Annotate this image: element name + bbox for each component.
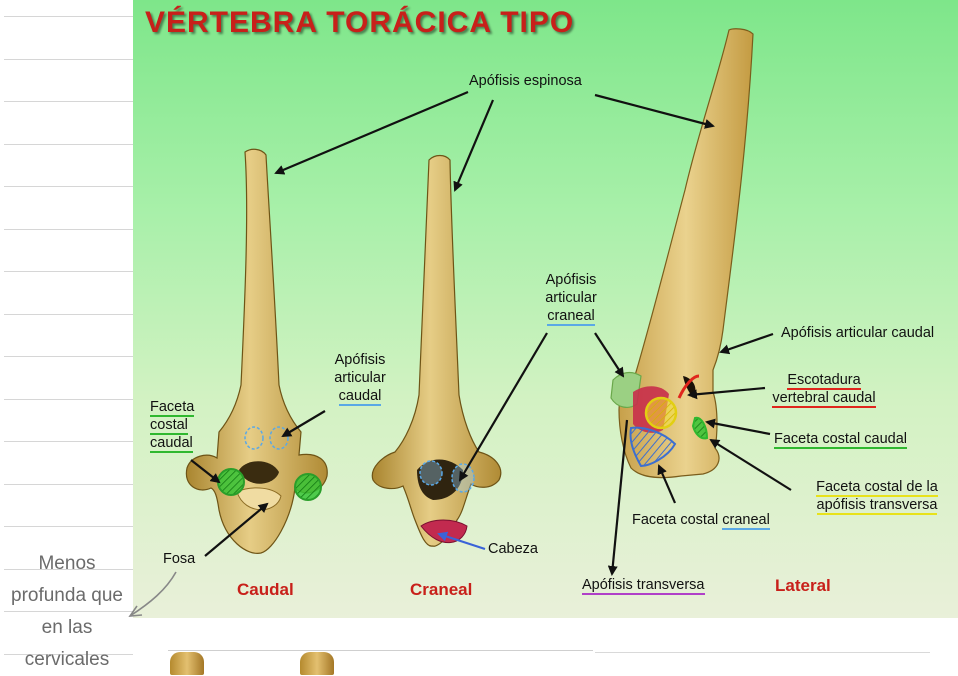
rule-line <box>4 101 133 102</box>
arrow <box>687 386 766 400</box>
next-slide-bone-thumbnail <box>300 652 334 675</box>
label-word: Faceta costal de la <box>816 479 938 497</box>
label-faceta-costal-caudal-left: Faceta costal caudal <box>150 398 195 453</box>
rule-line <box>4 569 133 570</box>
label-line: Apófisis <box>545 272 597 288</box>
rule-line <box>4 399 133 400</box>
label-line: Faceta <box>150 398 195 417</box>
label-line: caudal <box>150 434 194 453</box>
label-line: Apófisis <box>334 352 386 368</box>
label-word: Faceta costal caudal <box>774 431 907 449</box>
rule-line <box>4 229 133 230</box>
rule-line <box>4 16 133 17</box>
label-word: caudal <box>338 388 382 406</box>
arrow <box>607 419 629 576</box>
label-line: Faceta costal de la <box>805 478 949 497</box>
arrow <box>437 531 486 551</box>
label-apofisis-transversa: Apófisis transversa <box>582 576 705 595</box>
label-escotadura-vertebral-caudal: Escotadura vertebral caudal <box>765 371 883 408</box>
rule-line <box>4 186 133 187</box>
rule-line <box>4 654 133 655</box>
rule-line <box>4 144 133 145</box>
label-fosa: Fosa <box>163 551 196 567</box>
label-word: Faceta costal <box>632 512 723 528</box>
arrow <box>204 502 269 557</box>
arrow <box>709 438 792 491</box>
label-line: vertebral caudal <box>765 389 883 408</box>
label-apofisis-articular-caudal: Apófisis articular caudal <box>325 351 395 406</box>
handwritten-note[interactable]: Menos profunda que en las cervicales <box>2 548 132 676</box>
rule-line <box>4 59 133 60</box>
label-word: craneal <box>722 512 770 530</box>
arrow <box>594 332 625 378</box>
slide-title: VÉRTEBRA TORÁCICA TIPO <box>145 6 575 39</box>
label-faceta-costal-apofisis-transversa: Faceta costal de la apófisis transversa <box>805 478 949 515</box>
label-cabeza: Cabeza <box>488 541 538 557</box>
note-line: cervicales <box>24 649 110 670</box>
label-word: Apófisis transversa <box>582 577 705 595</box>
arrow <box>719 332 774 355</box>
next-slide-bone-thumbnail <box>170 652 204 675</box>
label-apofisis-articular-craneal: Apófisis articular craneal <box>537 271 605 326</box>
label-line: caudal <box>325 387 395 406</box>
divider <box>168 650 593 651</box>
label-word: caudal <box>150 435 193 453</box>
slide-image: VÉRTEBRA TORÁCICA TIPO Apófisis espinosa… <box>133 0 958 618</box>
arrow <box>190 459 221 484</box>
label-line: apófisis transversa <box>805 496 949 515</box>
lateral-vertebra <box>610 28 754 479</box>
label-word: Faceta <box>150 399 195 417</box>
rule-line <box>4 484 133 485</box>
arrow <box>657 464 677 504</box>
label-word: apófisis transversa <box>816 497 938 515</box>
note-line: profunda que <box>11 585 123 606</box>
note-line: Menos <box>38 553 96 574</box>
label-apofisis-articular-caudal-lateral: Apófisis articular caudal <box>781 325 935 341</box>
label-line: articular <box>545 290 597 306</box>
label-apofisis-espinosa: Apófisis espinosa <box>469 73 582 89</box>
next-slide-strip <box>133 618 958 675</box>
arrow <box>274 90 469 175</box>
annotation-arrows <box>190 90 792 576</box>
view-label-caudal: Caudal <box>237 580 294 599</box>
view-label-craneal: Craneal <box>410 580 473 599</box>
rule-line <box>4 356 133 357</box>
label-faceta-costal-caudal-lateral: Faceta costal caudal <box>774 430 907 449</box>
rule-line <box>4 611 133 612</box>
label-word: craneal <box>547 308 595 326</box>
rule-line <box>4 314 133 315</box>
rule-line <box>4 526 133 527</box>
arrow <box>458 332 548 482</box>
arrow <box>281 410 326 438</box>
vertebra-illustration <box>185 28 792 576</box>
label-line: craneal <box>537 307 605 326</box>
note-line: en las <box>41 617 93 638</box>
arrow <box>453 99 495 192</box>
rule-line <box>4 441 133 442</box>
divider <box>595 652 930 653</box>
label-line: costal <box>150 416 194 435</box>
arrow <box>705 418 771 436</box>
rule-line <box>4 271 133 272</box>
caudal-vertebra <box>185 148 328 554</box>
label-word: vertebral caudal <box>772 390 876 408</box>
label-word: Escotadura <box>787 372 861 390</box>
view-label-lateral: Lateral <box>775 576 831 595</box>
label-faceta-costal-craneal: Faceta costal craneal <box>632 511 770 530</box>
label-line: articular <box>334 370 386 386</box>
label-word: costal <box>150 417 188 435</box>
notes-margin: Menos profunda que en las cervicales <box>0 0 133 675</box>
arrow <box>594 93 715 129</box>
label-line: Escotadura <box>765 371 883 390</box>
